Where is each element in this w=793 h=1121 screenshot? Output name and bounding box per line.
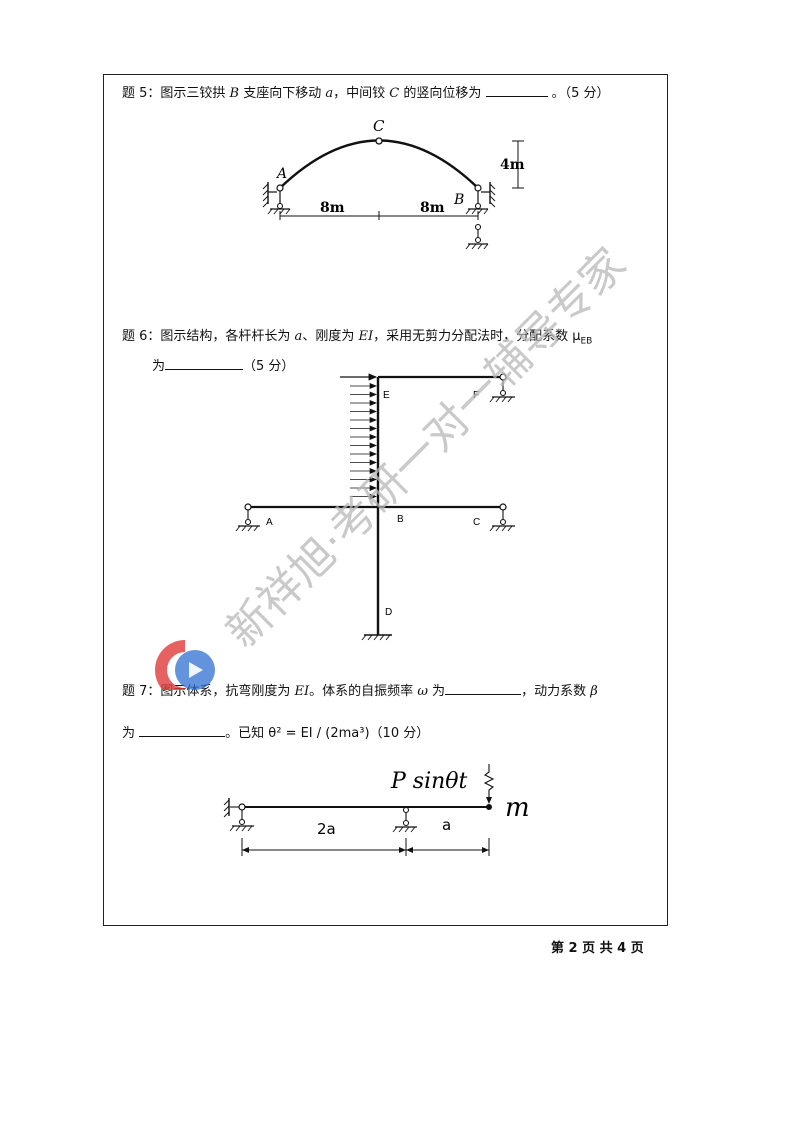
label-b: B xyxy=(453,192,464,208)
q6-prefix: 题 6：图示结构，各杆杆长为 xyxy=(122,329,295,344)
q7-mid2: 为 xyxy=(427,684,446,699)
label-a: A xyxy=(275,166,287,182)
load-arrowhead xyxy=(369,425,377,432)
dim-span-left: 8m xyxy=(320,200,345,216)
q5-var-c: C xyxy=(389,86,400,101)
load-arrowhead xyxy=(369,442,377,449)
q6-mid1: 、刚度为 xyxy=(302,329,359,344)
figure-frame-structure: E F A B C D xyxy=(230,370,530,650)
q5-var-b: B xyxy=(229,86,240,101)
distributed-load xyxy=(340,373,378,381)
hinge-c xyxy=(375,137,383,145)
q7-var-omega: ω xyxy=(417,684,428,699)
load-arrowhead xyxy=(369,399,377,407)
label-f: F xyxy=(473,390,479,401)
load-arrowhead xyxy=(369,450,377,458)
load-arrowhead xyxy=(369,493,377,500)
q6-line2-suffix: （5 分） xyxy=(243,359,295,374)
page-border xyxy=(103,74,668,926)
q7-var-ei: EI xyxy=(294,684,310,699)
label-e: E xyxy=(383,390,390,401)
load-arrowhead xyxy=(369,459,377,466)
load-arrowhead xyxy=(369,467,377,475)
arch-curve xyxy=(279,139,479,189)
q6-answer-blank[interactable] xyxy=(165,357,244,370)
label-c: C xyxy=(373,117,385,135)
q6-line1-suffix: ，采用无剪力分配法时，分配系数 μ xyxy=(373,329,581,344)
q5-suffix: 。（5 分） xyxy=(547,86,610,101)
load-arrowhead xyxy=(369,416,377,424)
load-arrowhead xyxy=(369,382,377,390)
question-6-line2: 为 （5 分） xyxy=(152,355,294,374)
load-arrowhead xyxy=(369,484,377,492)
question-7-line2: 为 。已知 θ² = EI / (2ma³)（10 分） xyxy=(122,722,429,741)
dim-span-left: 2a xyxy=(317,820,336,838)
load-arrowhead xyxy=(369,391,377,398)
q6-line2-prefix: 为 xyxy=(152,359,166,374)
q7-line2-prefix: 为 xyxy=(122,726,140,741)
label-c: C xyxy=(473,517,480,528)
q5-prefix: 题 5：图示三铰拱 xyxy=(122,86,230,101)
q6-var-ei: EI xyxy=(358,329,374,344)
hinge-b xyxy=(474,184,482,192)
label-d: D xyxy=(385,607,392,618)
q7-line2-suffix: （10 分） xyxy=(369,726,430,741)
dim-span-right: a xyxy=(442,816,451,834)
q7-mid1: 。体系的自振频率 xyxy=(309,684,418,699)
dim-span-right: 8m xyxy=(420,200,445,216)
q5-var-a: a xyxy=(325,86,334,101)
q5-mid1: 支座向下移动 xyxy=(239,86,326,101)
figure-cantilever-beam: P sinθt m 2a a xyxy=(205,758,545,863)
load-arrow xyxy=(483,764,495,802)
q7-var-beta: β xyxy=(590,684,598,699)
q6-var-a: a xyxy=(294,329,303,344)
q5-mid3: 的竖向位移为 xyxy=(399,86,486,101)
question-5-text: 题 5：图示三铰拱 B 支座向下移动 a，中间铰 C 的竖向位移为 。（5 分） xyxy=(122,82,610,101)
q7-given-formula: 。已知 θ² = EI / (2ma³) xyxy=(225,726,370,741)
load-arrowhead xyxy=(369,433,377,441)
q5-mid2: ，中间铰 xyxy=(333,86,390,101)
q7-prefix: 题 7：图示体系，抗弯刚度为 xyxy=(122,684,295,699)
load-arrowhead xyxy=(369,476,377,483)
q7-coefficient-blank[interactable] xyxy=(139,724,226,737)
label-a: A xyxy=(266,517,273,528)
label-b: B xyxy=(397,514,404,525)
load-arrowhead xyxy=(369,408,377,415)
q7-frequency-blank[interactable] xyxy=(445,682,522,695)
q7-mid3: ，动力系数 xyxy=(521,684,591,699)
dim-rise: 4m xyxy=(500,157,525,173)
mass-label: m xyxy=(505,793,530,823)
hinge-a xyxy=(276,184,284,192)
figure-three-hinged-arch: C A B xyxy=(250,112,540,257)
question-7-text: 题 7：图示体系，抗弯刚度为 EI。体系的自振频率 ω 为 ，动力系数 β xyxy=(122,680,598,699)
mass-point xyxy=(486,804,492,810)
load-label: P sinθt xyxy=(390,769,468,794)
q6-sub-eb: EB xyxy=(580,336,593,347)
q5-answer-blank[interactable] xyxy=(485,84,548,97)
question-6-text: 题 6：图示结构，各杆杆长为 a、刚度为 EI，采用无剪力分配法时，分配系数 μ… xyxy=(122,325,592,347)
page-footer: 第 2 页 共 4 页 xyxy=(551,941,644,956)
